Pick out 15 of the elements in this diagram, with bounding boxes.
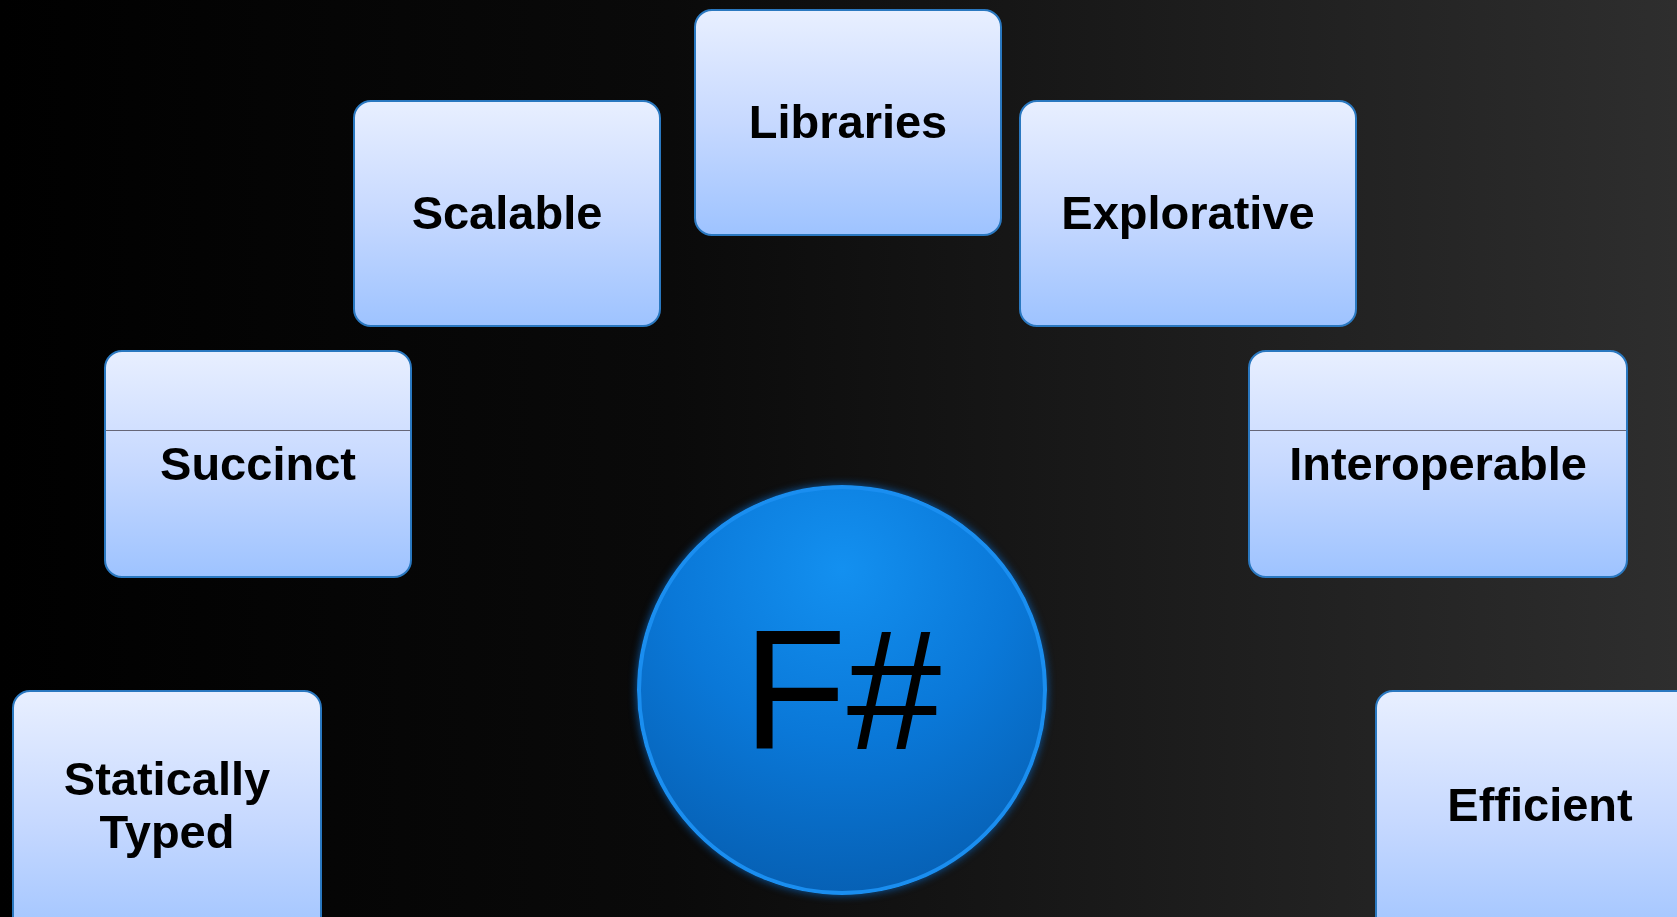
feature-box — [353, 100, 661, 327]
feature-label: Scalable — [411, 187, 603, 240]
feature-box — [104, 350, 412, 578]
feature-box — [12, 690, 322, 917]
feature-box — [694, 9, 1002, 236]
feature-label: Libraries — [748, 96, 948, 149]
feature-box — [1375, 690, 1677, 917]
feature-box — [1248, 350, 1628, 578]
feature-label: Statically Typed — [62, 752, 272, 859]
feature-box — [1019, 100, 1357, 327]
center-label: F# — [742, 605, 942, 775]
feature-label: Explorative — [1061, 187, 1315, 240]
feature-label: Succinct — [160, 437, 356, 491]
feature-label: Interoperable — [1289, 437, 1587, 491]
feature-label: Efficient — [1447, 779, 1633, 832]
